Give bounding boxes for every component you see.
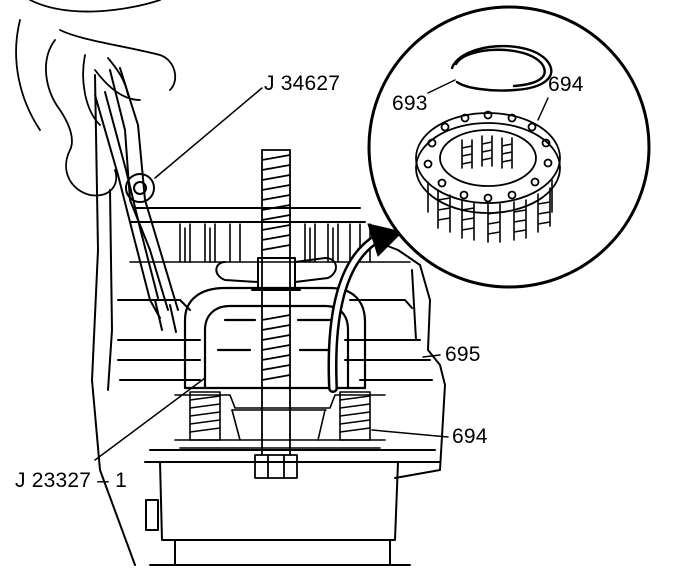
- leader-693: [427, 79, 456, 94]
- inset-detail: [367, 5, 651, 289]
- label-j23327: J 23327 – 1: [15, 469, 127, 492]
- pliers-j34627: [94, 67, 179, 333]
- center-screw: [254, 149, 298, 479]
- leader-j34627: [154, 87, 263, 179]
- clutch-fingers: [129, 223, 411, 263]
- wing-nut: [215, 257, 337, 291]
- transmission-case: [91, 74, 446, 566]
- label-j34627: J 34627: [264, 72, 341, 95]
- compressor-j23327: [183, 286, 367, 390]
- label-694-inset: 694: [548, 73, 584, 96]
- leader-j23327: [94, 377, 206, 461]
- spring-assembly: [174, 391, 386, 449]
- hand: [15, 0, 177, 197]
- label-694: 694: [452, 425, 488, 448]
- snap-ring-693: [450, 44, 553, 92]
- leader-694-inset: [537, 97, 549, 121]
- label-695: 695: [445, 343, 481, 366]
- inset-springs: [427, 135, 553, 243]
- leader-694: [371, 429, 449, 438]
- leader-lines: [94, 79, 549, 461]
- label-693: 693: [392, 92, 428, 115]
- curved-arrow: [327, 223, 403, 393]
- leader-695: [422, 354, 441, 358]
